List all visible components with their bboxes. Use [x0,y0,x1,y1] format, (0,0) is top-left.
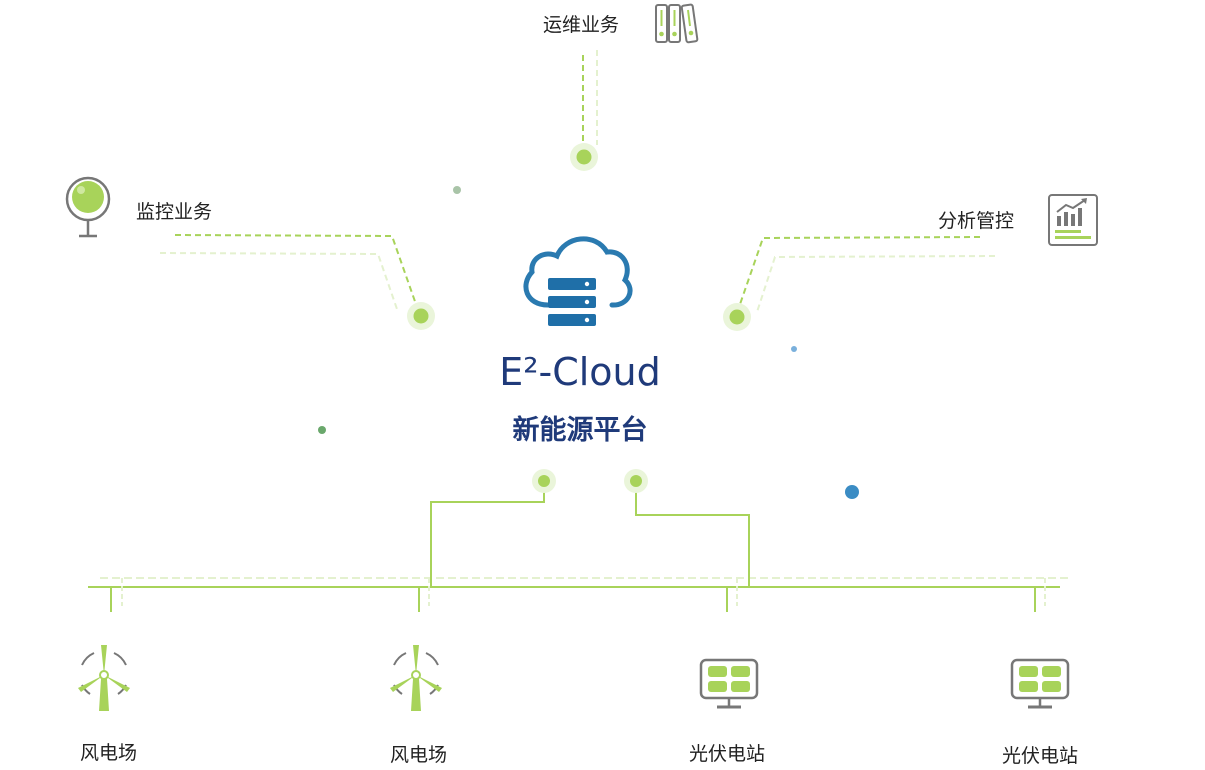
ops-label: 运维业务 [543,14,620,36]
platform-subtitle: 新能源平台 [512,415,648,446]
analytics-label: 分析管控 [938,210,1015,232]
solar-station-label-1: 光伏电站 [689,743,766,765]
wind-turbine-icon [390,645,442,711]
bottom-bus [88,469,1068,612]
monitor-globe-icon [65,176,111,238]
monitoring-label: 监控业务 [136,201,213,223]
wind-farm-label-1: 风电场 [80,742,138,764]
cloud-server-icon [523,236,633,326]
analytics-chart-icon [1048,194,1098,246]
solar-panel-icon [1010,658,1070,709]
solar-panel-icon [699,658,759,709]
wind-farm-label-2: 风电场 [390,744,448,766]
wind-turbine-icon [78,645,130,711]
platform-title: E²-Cloud [499,350,661,394]
decorative-dots [318,186,859,499]
connector-analytics [723,236,996,331]
binders-icon [655,3,699,44]
connector-ops [570,50,598,171]
solar-station-label-2: 光伏电站 [1002,745,1079,767]
connector-monitoring [159,234,435,330]
